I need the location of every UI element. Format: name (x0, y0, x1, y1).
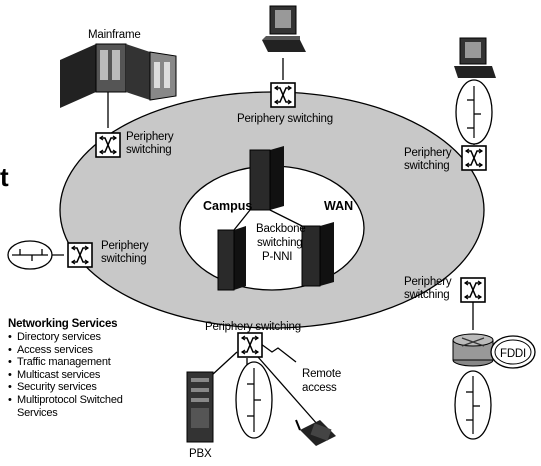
switch-icon-left-top (95, 132, 121, 158)
switch-icon-left-mid (67, 242, 93, 268)
fddi-label: FDDI (500, 348, 526, 360)
remote-access-label-1: Remote (302, 368, 341, 380)
periphery-label-right-mid-1: Periphery (404, 276, 452, 288)
list-item-continuation: Services (17, 406, 58, 419)
switch-icon-right-top (461, 145, 487, 171)
periphery-label-left-mid-2: switching (101, 253, 147, 265)
periphery-label-bottom: Periphery switching (205, 321, 301, 333)
periphery-label-left-mid-1: Periphery (101, 240, 149, 252)
switch-icon-top (270, 82, 296, 108)
workstation-icon-right (454, 37, 496, 78)
wan-label: WAN (324, 199, 353, 213)
backbone-label-1: Backbone (256, 223, 306, 235)
backbone-label-2: switching (257, 237, 303, 249)
list-item: Directory services (8, 331, 198, 344)
periphery-label-right-top-1: Periphery (404, 147, 452, 159)
periphery-label-top: Periphery switching (237, 113, 333, 125)
periphery-label-left-top-2: switching (126, 144, 172, 156)
periphery-label-right-top-2: switching (404, 160, 450, 172)
list-item: Access services (8, 344, 198, 357)
campus-label: Campus (203, 199, 252, 213)
ethernet-bus-icon (7, 240, 53, 270)
list-item: Multicast services (8, 369, 198, 382)
token-ring-icon-bottom (235, 361, 273, 439)
mainframe-icon (60, 43, 177, 108)
workstation-icon-top (262, 5, 306, 52)
pbx-label: PBX (189, 448, 212, 460)
video-camera-icon (295, 419, 336, 446)
switch-icon-right-mid (460, 277, 486, 303)
list-item: Security services (8, 381, 198, 394)
remote-access-label-2: access (302, 382, 337, 394)
token-ring-icon-right-top (455, 79, 493, 145)
periphery-label-right-mid-2: switching (404, 289, 450, 301)
mainframe-label: Mainframe (88, 29, 141, 41)
edge-text-fragment: t (0, 162, 9, 192)
networking-services-list: Networking Services Directory services A… (8, 318, 198, 419)
switch-icon-bottom (237, 332, 263, 358)
backbone-label-3: P-NNI (262, 251, 292, 263)
list-item: Multiprotocol Switched (8, 394, 198, 407)
list-item: Traffic management (8, 356, 198, 369)
fddi-router-icon (452, 333, 536, 369)
token-ring-icon-right-bottom (454, 370, 492, 440)
networking-services-title: Networking Services (8, 318, 118, 330)
pbx-icon (186, 371, 214, 443)
backbone-switch-towers (217, 146, 334, 291)
periphery-label-left-top-1: Periphery (126, 131, 174, 143)
